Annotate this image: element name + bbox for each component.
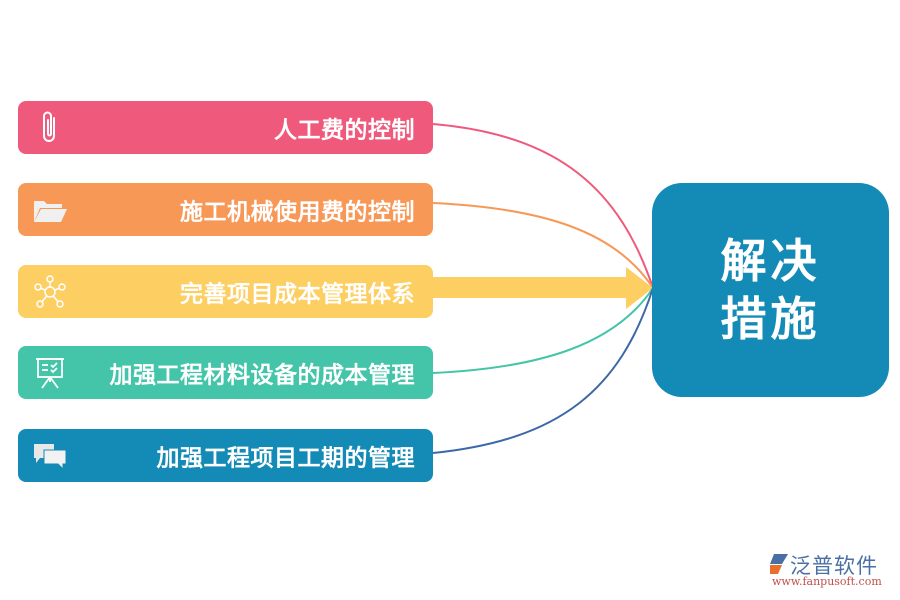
node-label: 施工机械使用费的控制	[180, 198, 415, 225]
connector-5	[432, 287, 654, 454]
arrow-head	[626, 267, 653, 309]
node-label: 人工费的控制	[274, 116, 415, 143]
node-material-equipment-cost[interactable]: 加强工程材料设备的成本管理	[18, 346, 433, 399]
connector-2	[432, 202, 654, 289]
hub-title-line-2: 措施	[720, 292, 821, 346]
network-people-icon	[32, 274, 68, 310]
chat-bubbles-icon	[32, 438, 68, 474]
node-label: 加强工程材料设备的成本管理	[109, 361, 415, 388]
watermark-url: www.fanpusoft.com	[772, 575, 882, 588]
node-cost-management-system[interactable]: 完善项目成本管理体系	[18, 265, 433, 318]
node-schedule-management[interactable]: 加强工程项目工期的管理	[18, 429, 433, 482]
arrow-shaft	[433, 277, 633, 298]
node-label: 完善项目成本管理体系	[180, 280, 415, 307]
brand-logo-icon	[770, 554, 788, 574]
node-labor-cost[interactable]: 人工费的控制	[18, 101, 433, 154]
node-machinery-cost[interactable]: 施工机械使用费的控制	[18, 183, 433, 236]
watermark-logo: 泛普软件 www.fanpusoft.com	[768, 550, 893, 592]
paperclip-icon	[32, 110, 68, 146]
connector-1	[432, 123, 654, 289]
presentation-board-icon	[32, 355, 68, 391]
hub-solution-measures[interactable]: 解决 措施	[652, 183, 889, 397]
connector-4	[432, 287, 654, 374]
watermark-brand: 泛普软件	[790, 554, 878, 578]
hub-title-line-1: 解决	[720, 234, 821, 288]
node-label: 加强工程项目工期的管理	[156, 444, 415, 471]
folder-open-icon	[32, 192, 68, 228]
